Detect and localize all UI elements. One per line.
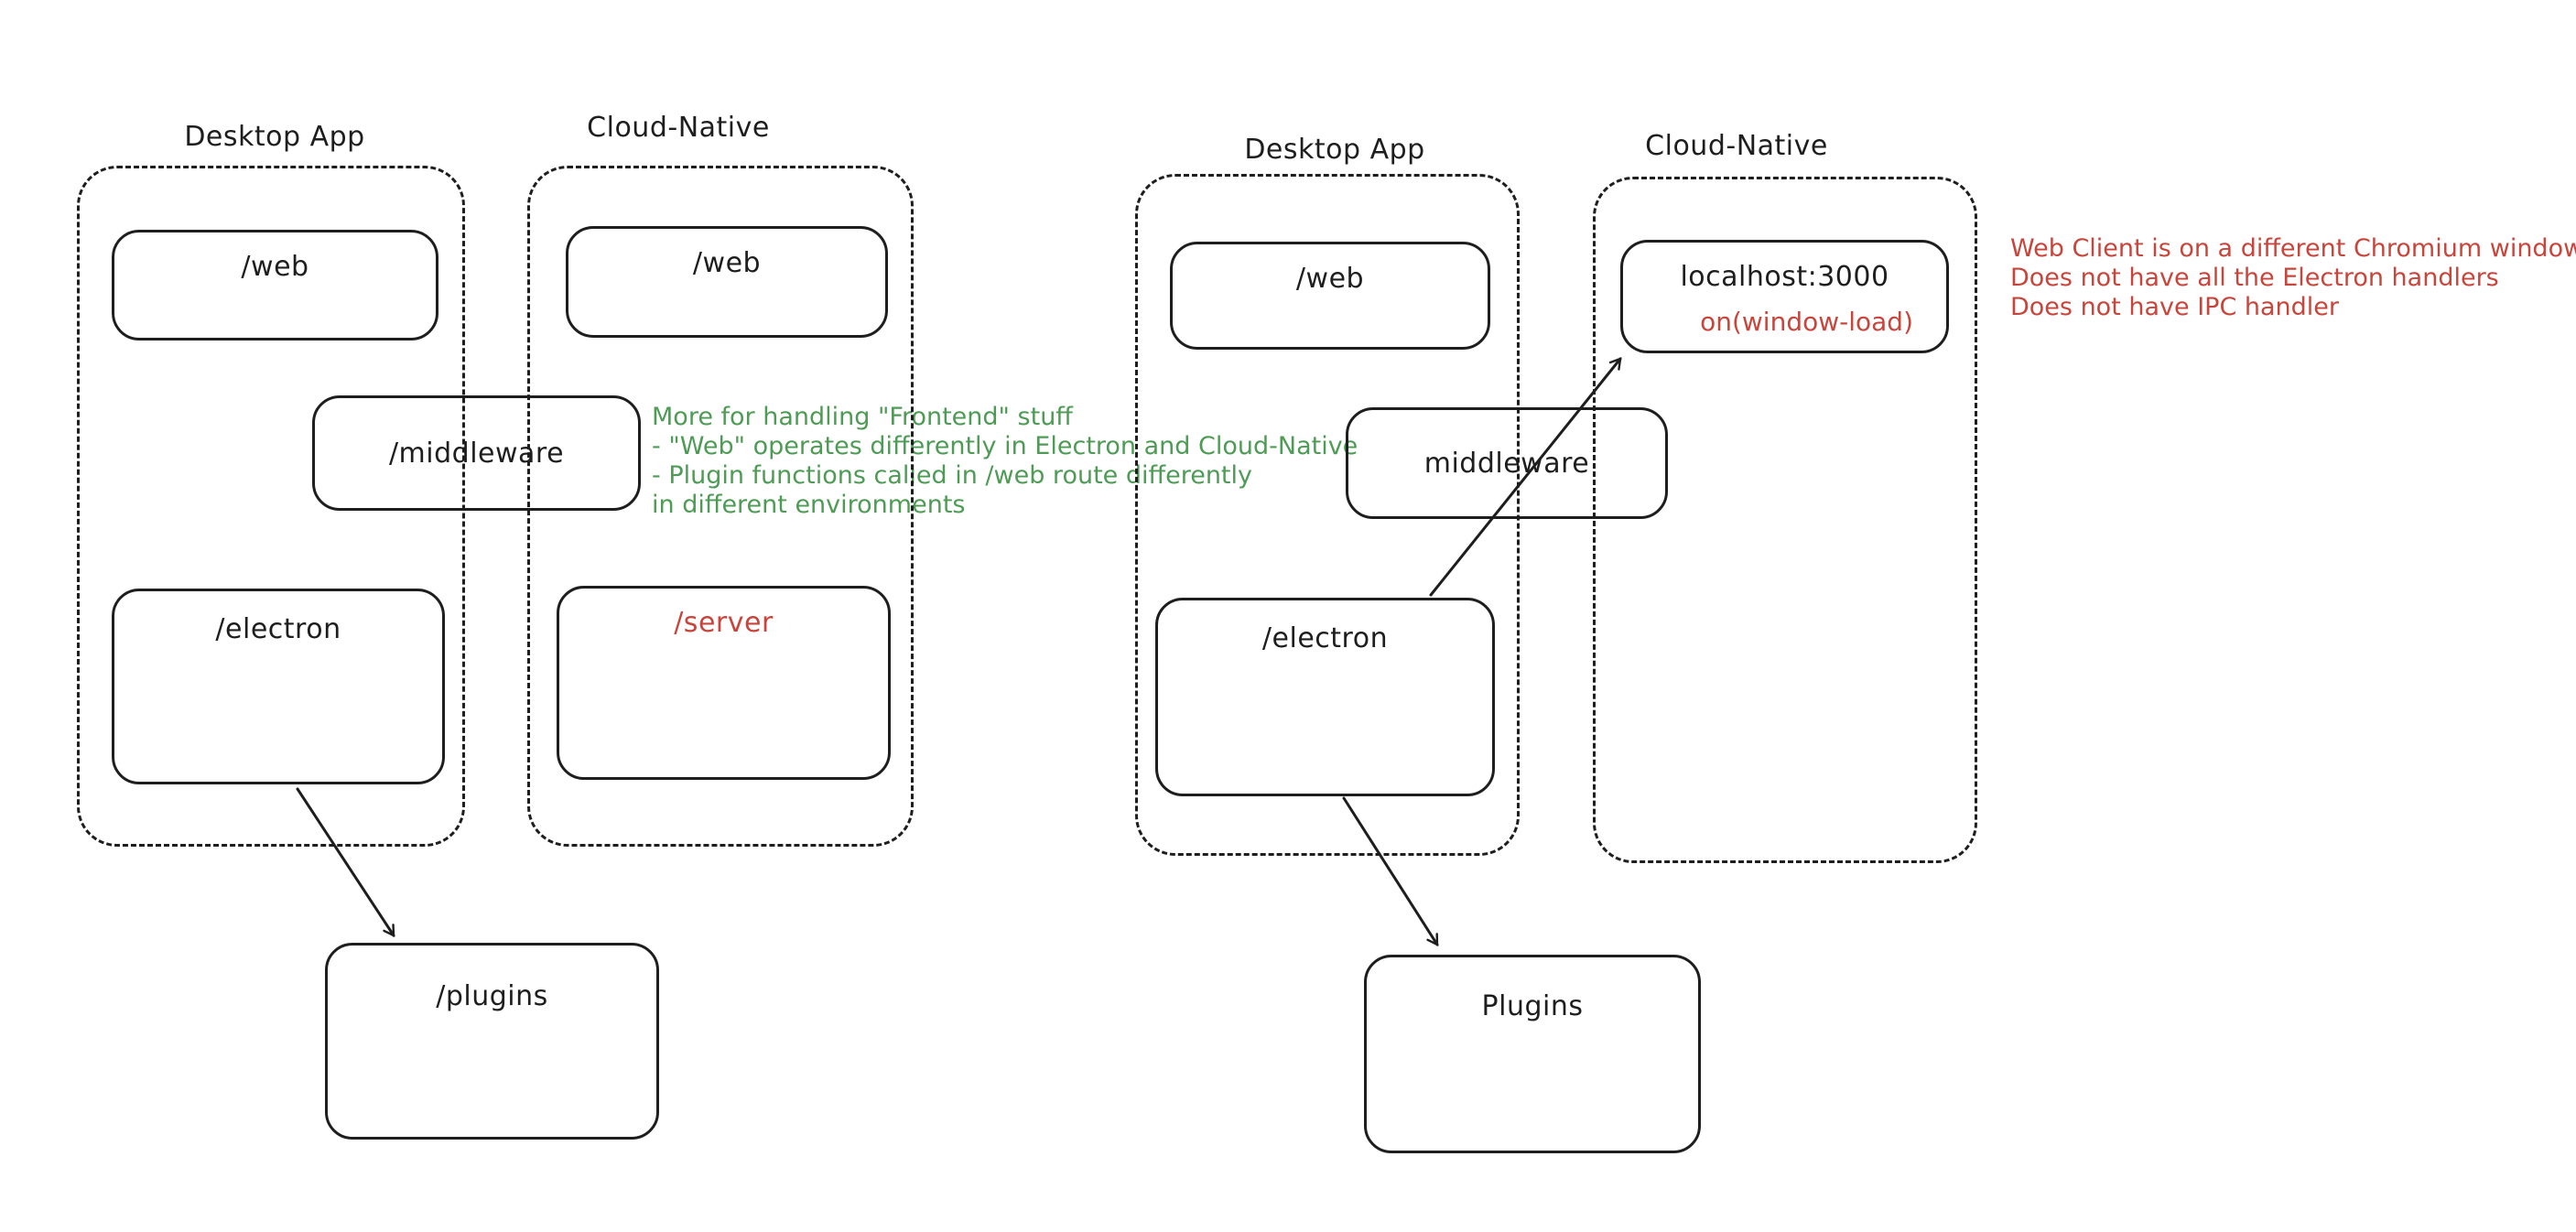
left-electron-box: /electron: [112, 589, 445, 784]
right-plugins-label: Plugins: [1481, 990, 1584, 1022]
right-desktop-web-box: /web: [1170, 242, 1490, 350]
right-electron-label: /electron: [1261, 622, 1389, 654]
right-localhost-label: localhost:3000: [1680, 261, 1889, 293]
left-plugins-label: /plugins: [436, 980, 548, 1012]
left-cloud-web-box: /web: [566, 226, 888, 338]
right-plugins-box: Plugins: [1364, 955, 1701, 1153]
left-cloud-native-container: [527, 166, 914, 847]
red-note-line-2: Does not have all the Electron handlers: [2010, 264, 2499, 292]
right-desktop-app-title: Desktop App: [1244, 134, 1425, 166]
right-desktop-web-label: /web: [1295, 263, 1365, 295]
left-electron-label: /electron: [215, 613, 341, 645]
red-note-line-1: Web Client is on a different Chromium wi…: [2010, 234, 2576, 263]
left-server-label: /server: [674, 607, 774, 639]
left-desktop-app-container: [77, 166, 465, 847]
left-middleware-box: /middleware: [312, 395, 641, 511]
green-note-line-1: More for handling "Frontend" stuff: [652, 403, 1073, 431]
right-localhost-box: localhost:3000 on(window-load): [1620, 240, 1949, 353]
left-desktop-web-box: /web: [112, 230, 438, 340]
left-desktop-web-label: /web: [241, 251, 309, 283]
green-note-line-3: - Plugin functions called in /web route …: [652, 461, 1253, 490]
right-electron-box: /electron: [1155, 598, 1495, 796]
right-middleware-box: middleware: [1346, 407, 1668, 519]
right-window-load-label: on(window-load): [1700, 307, 1913, 337]
left-middleware-label: /middleware: [388, 437, 565, 470]
right-cloud-native-title: Cloud-Native: [1645, 130, 1828, 162]
red-note: Web Client is on a different Chromium wi…: [2010, 234, 2576, 322]
left-cloud-native-title: Cloud-Native: [587, 112, 770, 144]
right-middleware-label: middleware: [1423, 447, 1590, 480]
left-desktop-app-title: Desktop App: [184, 121, 365, 153]
left-cloud-web-label: /web: [692, 247, 762, 279]
red-note-line-3: Does not have IPC handler: [2010, 293, 2340, 321]
green-note-line-2: - "Web" operates differently in Electron…: [652, 432, 1358, 460]
left-server-box: /server: [557, 586, 891, 780]
left-plugins-box: /plugins: [325, 943, 659, 1140]
